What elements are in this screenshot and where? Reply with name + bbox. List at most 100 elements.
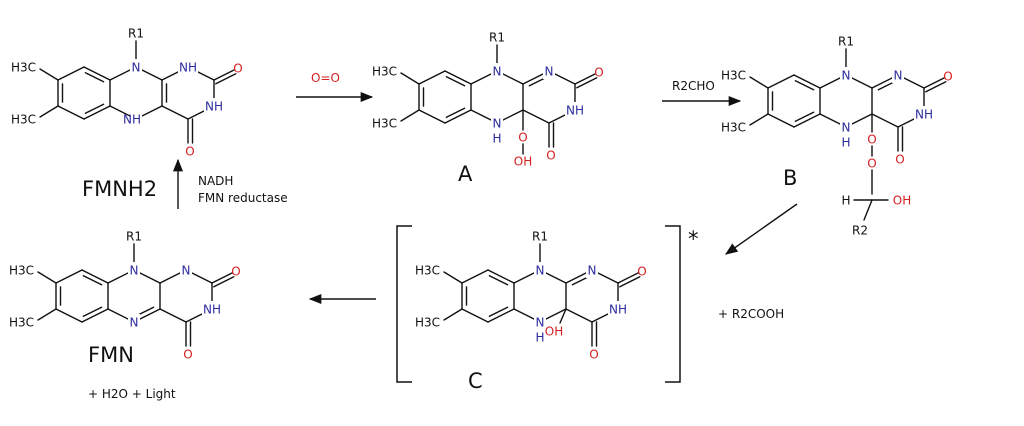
label-mask [128,314,140,330]
methyl-group: H3C [9,264,34,278]
atom-h5: H [535,331,544,345]
compound-label-fmn: FMN [88,343,134,367]
atom-n10: N [842,69,851,83]
methyl-group: H3C [415,264,440,278]
bond [444,70,472,85]
atom-n1: N [182,264,191,278]
label-mask [565,102,585,118]
atom-n5: N [842,121,851,135]
bracket-right [665,225,681,383]
bond [418,109,446,124]
label-mask [608,301,628,317]
atom-n3: NH [566,104,584,118]
methyl-group: H3C [11,61,36,75]
substituent-r1: R1 [489,31,505,45]
atom-o2: O [943,70,952,84]
bond [488,274,509,286]
hydroxyl-group: OH [514,155,532,169]
atom-o2: O [637,265,646,279]
bracket-left [396,225,412,383]
bond [211,272,233,284]
bond [749,76,769,89]
atom-n1: N [545,65,554,79]
label-mask [534,262,546,278]
label-mask [543,63,555,79]
atom-n3: NH [915,108,933,122]
atom-h5: H [492,132,501,146]
atom-o4: O [546,149,555,163]
bond [576,77,598,89]
bond [400,109,420,122]
byproduct-water-light: + H2O + Light [88,387,176,401]
bond [55,308,83,323]
bond [39,105,59,118]
atom-n5h: NH [123,113,141,127]
label-mask [491,115,503,131]
bond [443,271,463,284]
atom-o4: O [183,348,192,362]
methyl-group: H3C [721,121,746,135]
atom-o4: O [185,145,194,159]
bond [487,308,515,323]
bond [83,105,111,120]
bond [39,68,59,81]
bond [444,109,472,124]
atom-o2: O [231,265,240,279]
bond [925,81,947,93]
bond [445,75,466,87]
atom-o-peroxy: O [867,133,876,147]
methyl-group: H3C [372,65,397,79]
bond [794,111,815,123]
bond [82,274,103,286]
bond [213,276,235,288]
bond [522,109,550,124]
reagent-aldehyde: R2CHO [672,79,715,93]
reagent-dioxygen: O=O [311,71,340,85]
bond [55,269,83,284]
label-mask [180,262,192,278]
bond [461,269,489,284]
label-mask [202,301,222,317]
atom-h5: H [841,136,850,150]
atom-n3: NH [205,100,223,114]
atom-n5: N [130,316,139,330]
compound-label-a: A [458,162,473,186]
bond [57,105,85,120]
atom-n5: N [536,316,545,330]
bond [37,271,57,284]
label-mask [892,67,904,83]
label-mask [130,111,142,127]
label-mask [840,119,852,135]
bond [84,71,105,83]
atom-n5: N [493,117,502,131]
atom-n3: NH [203,303,221,317]
bond [863,199,873,221]
methyl-group: H3C [721,69,746,83]
label-mask [534,314,546,330]
bond [794,79,815,91]
excited-state-asterisk: * [688,227,699,251]
bond [161,105,189,120]
methyl-group: H3C [415,316,440,330]
hydroxyl-group: OH [545,325,563,339]
atom-n1: N [588,264,597,278]
compound-label-fmnh2: FMNH2 [82,177,157,201]
bond [559,308,567,324]
atom-n10: N [493,65,502,79]
atom-o4: O [895,153,904,167]
atom-n3: NH [609,303,627,317]
atom-o-peroxy: O [518,131,527,145]
bond [83,66,111,81]
atom-n1: NH [179,61,197,75]
bond [461,308,489,323]
bond [767,113,795,128]
bond [767,74,795,89]
bond [84,103,105,115]
bond [213,69,235,81]
bond [793,74,821,89]
label-mask [586,262,598,278]
bond [400,72,420,85]
bond [418,70,446,85]
arrow-b-to-c [724,203,798,255]
